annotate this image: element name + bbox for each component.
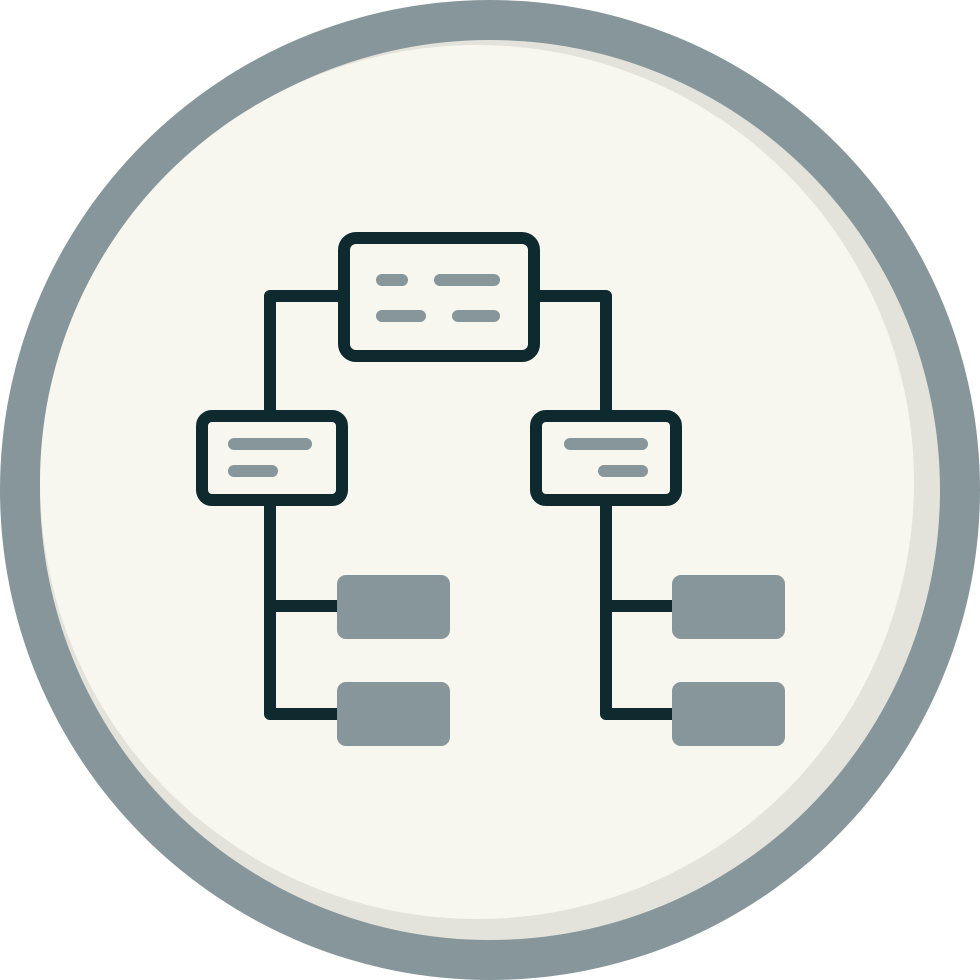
connector-right-trunk (600, 498, 675, 720)
branch-node-right (530, 410, 682, 506)
hierarchy-diagram (196, 232, 682, 720)
leaf-node-left-1 (337, 575, 450, 639)
leaf-nodes (337, 575, 785, 746)
connector-root-right (533, 290, 612, 416)
branch-node-left (196, 410, 348, 506)
connector-left-trunk (264, 498, 340, 720)
root-node (338, 232, 540, 362)
node-label-lines (228, 274, 648, 477)
leaf-node-right-1 (672, 575, 785, 639)
leaf-node-right-2 (672, 682, 785, 746)
face (40, 45, 914, 919)
connector-root-left (264, 290, 345, 416)
leaf-node-left-2 (337, 682, 450, 746)
